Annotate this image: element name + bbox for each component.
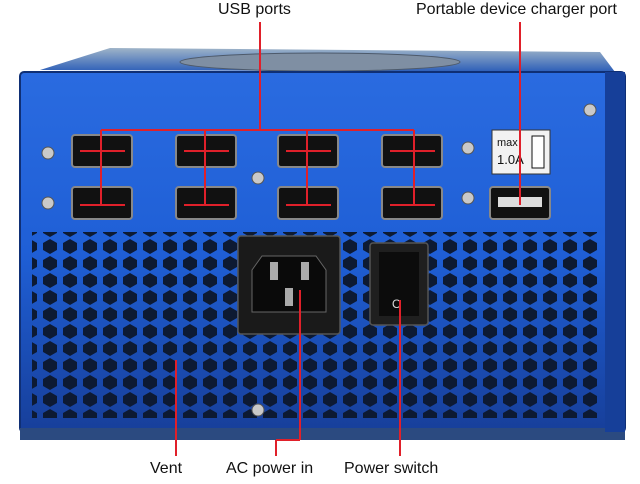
screw-icon — [461, 141, 475, 155]
vent-label: Vent — [150, 460, 183, 477]
screw-icon — [41, 196, 55, 210]
usb-ports — [71, 134, 443, 220]
charger-rating-value: 1.0A — [497, 152, 524, 167]
screw-icon — [461, 191, 475, 205]
screw-icon — [41, 146, 55, 160]
usb-ports-label: USB ports — [218, 1, 291, 18]
screw-icon — [251, 171, 265, 185]
screw-icons — [41, 103, 597, 417]
ac-power-in-label: AC power in — [226, 460, 314, 477]
usb-port — [381, 186, 443, 220]
charger-rating-max: max — [497, 137, 518, 149]
screw-icon — [251, 403, 265, 417]
screw-icon — [583, 103, 597, 117]
power-switch-label: Power switch — [344, 460, 439, 477]
charger-port-label: Portable device charger port — [416, 1, 617, 18]
callout-lines — [80, 22, 521, 456]
fan-grill — [179, 52, 461, 72]
switch-symbol: O — [392, 297, 401, 311]
